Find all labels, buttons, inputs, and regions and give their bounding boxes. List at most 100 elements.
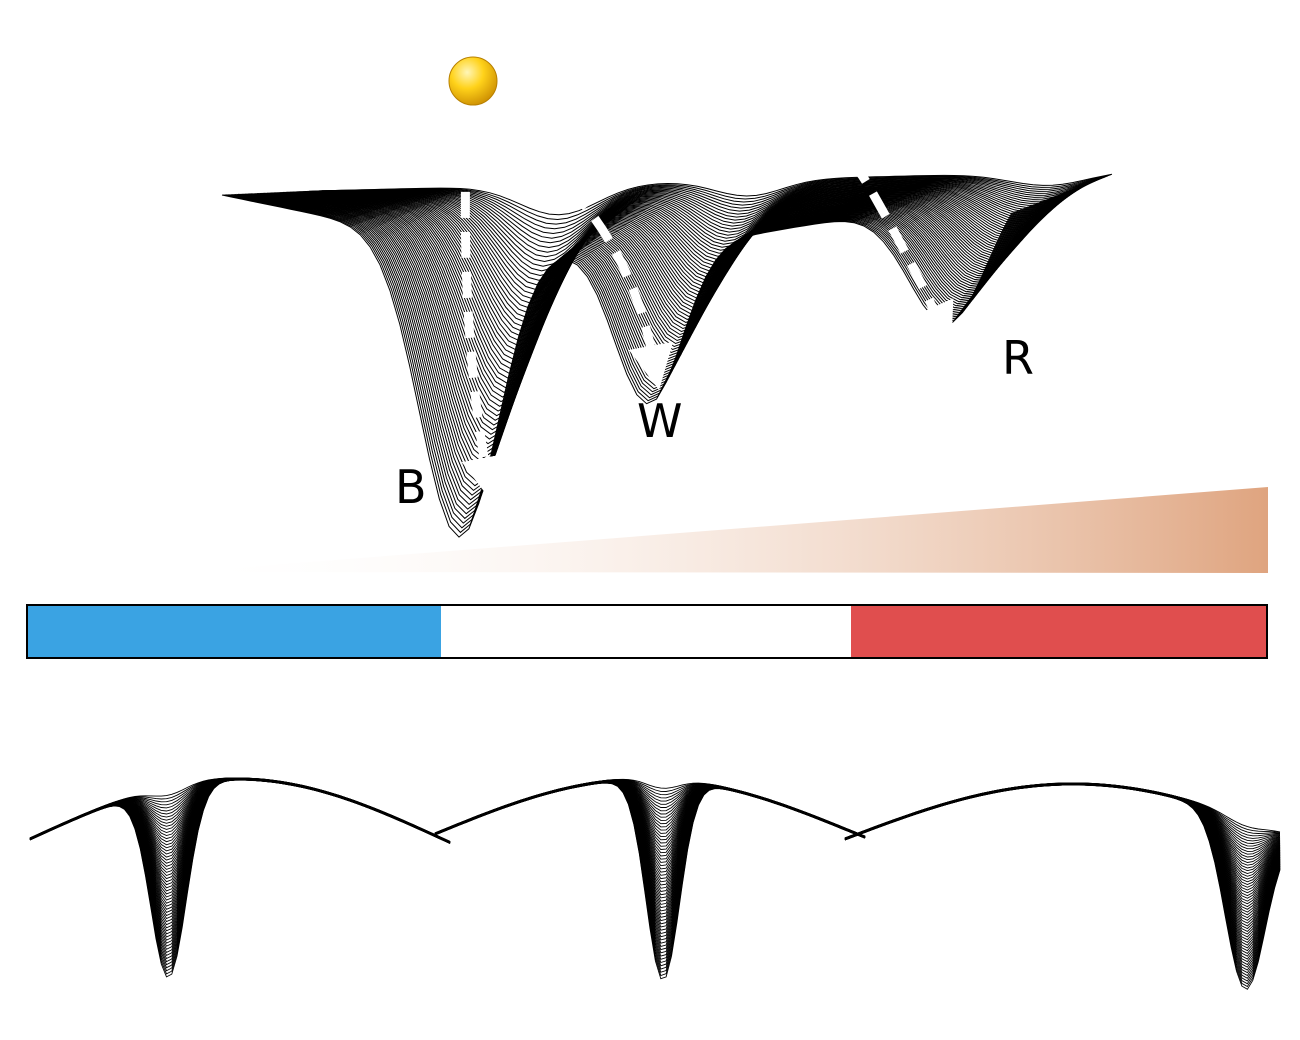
surface-line — [29, 778, 451, 867]
surface-line — [277, 191, 1068, 361]
surface-line — [278, 190, 1069, 356]
surface-line — [265, 192, 1056, 398]
surface-line — [844, 784, 1281, 949]
surface-line — [313, 177, 1104, 244]
surface-line — [240, 193, 1032, 478]
surface-line — [29, 779, 451, 950]
surface-line — [29, 777, 451, 842]
surface-line — [29, 779, 451, 947]
surface-line — [269, 192, 1061, 384]
surface-line — [29, 779, 451, 960]
surface-line — [29, 778, 451, 855]
color-bar-border — [26, 604, 1268, 659]
color-bar-red — [851, 605, 1267, 658]
surface-line — [314, 176, 1105, 239]
surface-line — [261, 192, 1052, 412]
surface-line — [281, 189, 1072, 347]
surface-line — [275, 191, 1066, 365]
surface-line — [224, 194, 1016, 529]
surface-line — [29, 778, 451, 917]
surface-line — [230, 194, 1022, 510]
surface-line — [259, 192, 1051, 417]
surface-line — [29, 779, 451, 972]
surface-line — [29, 778, 451, 880]
surface-line — [319, 174, 1110, 225]
surface-line — [250, 193, 1042, 445]
surface-line — [294, 184, 1085, 305]
surface-line — [221, 194, 1013, 538]
surface-line — [29, 779, 451, 944]
surface-line — [29, 778, 451, 886]
surface-line — [29, 777, 451, 842]
surface-line — [29, 779, 451, 975]
label-w: W — [637, 394, 682, 448]
surface-line — [29, 778, 451, 889]
surface-line — [291, 185, 1082, 314]
surface-line — [306, 179, 1097, 267]
surface-line — [272, 192, 1064, 375]
surface-line — [266, 192, 1058, 393]
surface-line — [288, 186, 1080, 323]
surface-line — [29, 778, 451, 870]
surface-line — [274, 192, 1065, 370]
surface-line — [271, 192, 1062, 379]
surface-line — [844, 783, 1281, 946]
main-landscape-surface — [221, 173, 1113, 538]
surface-line — [29, 779, 451, 935]
surface-line — [307, 179, 1098, 263]
surface-line — [249, 193, 1040, 449]
surface-line — [29, 779, 451, 926]
surface-line — [295, 183, 1087, 300]
arrow-to-r — [504, 89, 954, 349]
surface-line — [29, 778, 451, 920]
surface-line — [292, 184, 1084, 309]
surface-line — [223, 194, 1014, 534]
label-b: B — [395, 460, 427, 514]
surface-line — [29, 779, 451, 969]
surface-line — [29, 778, 451, 907]
surface-line — [300, 182, 1091, 286]
surface-line — [29, 779, 451, 966]
landscape-white — [434, 778, 866, 980]
surface-line — [321, 173, 1113, 216]
surface-line — [29, 778, 451, 864]
surface-line — [29, 778, 451, 910]
surface-line — [29, 778, 451, 861]
label-r: R — [1002, 331, 1034, 385]
surface-line — [316, 176, 1107, 235]
surface-line — [227, 194, 1019, 520]
ball-icon — [448, 56, 498, 106]
surface-line — [434, 778, 866, 837]
surface-line — [29, 779, 451, 954]
surface-line — [263, 192, 1055, 403]
surface-line — [301, 181, 1092, 281]
surface-line — [29, 778, 451, 873]
surface-line — [29, 779, 451, 978]
surface-line — [29, 779, 451, 963]
arrow-to-b — [460, 111, 506, 503]
surface-line — [29, 778, 451, 895]
surface-line — [29, 778, 451, 858]
surface-line — [285, 187, 1077, 333]
surface-line — [29, 778, 451, 877]
surface-line — [311, 177, 1103, 249]
surface-line — [29, 779, 451, 929]
surface-line — [282, 188, 1074, 342]
surface-line — [29, 778, 451, 904]
surface-line — [317, 175, 1108, 230]
surface-line — [262, 192, 1053, 407]
surface-line — [308, 178, 1100, 258]
color-bar-blue — [27, 605, 441, 658]
surface-line — [268, 192, 1059, 389]
surface-line — [29, 778, 451, 901]
dashed-arrows — [460, 89, 954, 503]
landscape-blue — [29, 777, 451, 978]
surface-line — [29, 779, 451, 957]
surface-line — [29, 778, 451, 892]
surface-line — [310, 178, 1101, 253]
surface-line — [284, 188, 1075, 337]
surface-line — [290, 186, 1081, 319]
surface-line — [287, 187, 1078, 328]
gradient-wedge — [182, 487, 1268, 573]
